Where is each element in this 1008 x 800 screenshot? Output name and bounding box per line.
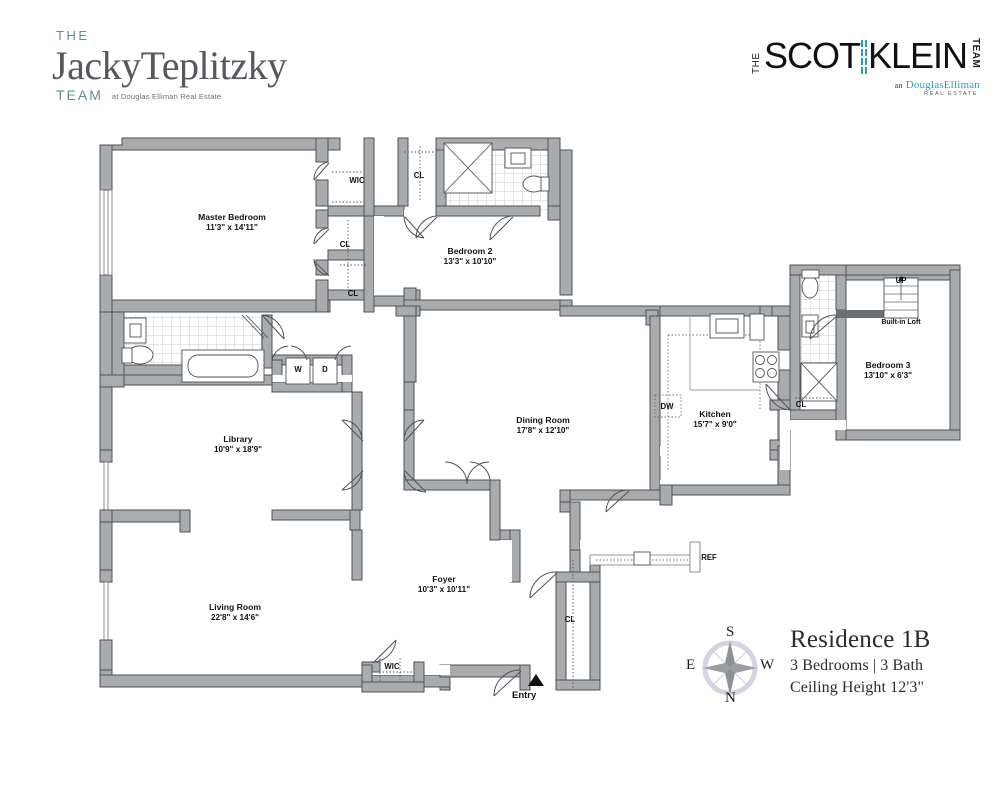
brand-left-the: THE <box>56 28 90 43</box>
residence-info: Residence 1B 3 Bedrooms | 3 Bath Ceiling… <box>790 625 990 699</box>
annotation-wic_master: WIC <box>349 176 365 185</box>
affiliate-prefix: an <box>894 81 903 90</box>
room-dimensions: 11'3" x 14'11" <box>206 223 258 232</box>
residence-title: Residence 1B <box>790 626 931 653</box>
room-name: Kitchen <box>699 409 731 419</box>
annotation-up_stairs: UP <box>896 276 907 285</box>
room-name: Master Bedroom <box>198 212 266 222</box>
room-name: Bedroom 3 <box>866 360 911 370</box>
brand-right-team: TEAM <box>970 38 981 69</box>
scott-klein-logo: THE SCOT KLEIN TEAM an DouglasElliman RE… <box>751 34 981 106</box>
room-label-bedroom_2: Bedroom 213'3" x 10'10" <box>444 246 497 266</box>
annotation-cl_mid: CL <box>340 240 351 249</box>
jacky-teplitzky-logo: THE JackyTeplitzky TEAM at Douglas Ellim… <box>52 28 287 103</box>
brand-left-name: JackyTeplitzky <box>52 43 287 88</box>
annotation-cl_low: CL <box>348 289 359 298</box>
room-name: Dining Room <box>516 415 570 425</box>
room-dimensions: 15'7" x 9'0" <box>693 420 737 429</box>
annotation-built_in_loft: Built-in Loft <box>881 319 921 326</box>
room-dimensions: 10'3" x 10'11" <box>418 585 470 594</box>
annotation-label-layer: WIC WIC CL CL CL CL CL W D DW REF UP Built-in Loft <box>294 171 921 671</box>
annotation-cl_top: CL <box>414 171 425 180</box>
room-name: Foyer <box>432 574 456 584</box>
affiliate-sub: REAL ESTATE <box>924 91 978 97</box>
room-dimensions: 10'9" x 18'9" <box>214 445 262 454</box>
brand-right-klein: KLEIN <box>867 35 968 76</box>
fixture-layer <box>121 142 919 697</box>
brand-right-scott: SCOT <box>764 35 861 76</box>
affiliate-line: an DouglasElliman <box>752 79 980 91</box>
brand-left-subtitle: at Douglas Elliman Real Estate <box>111 92 222 101</box>
annotation-washer: W <box>294 365 302 374</box>
annotation-wic_living: WIC <box>384 662 400 671</box>
brand-left-team: TEAM <box>56 87 103 103</box>
affiliate-name: DouglasElliman <box>905 79 980 91</box>
annotation-cl_foyer: CL <box>565 615 576 624</box>
brand-right-the: THE <box>751 52 762 75</box>
annotation-dishwasher: DW <box>661 402 675 411</box>
compass-icon <box>702 640 758 696</box>
room-name: Bedroom 2 <box>448 246 493 256</box>
entry-label: Entry <box>512 690 537 701</box>
room-name: Library <box>223 434 252 444</box>
compass-label-east: E <box>686 657 696 673</box>
building-icon <box>861 40 867 74</box>
compass-label-south: S <box>726 624 735 640</box>
room-name: Living Room <box>209 602 261 612</box>
room-dimensions: 17'8" x 12'10" <box>517 426 570 435</box>
annotation-refrigerator: REF <box>701 553 717 562</box>
compass-rose: S N E W <box>686 624 774 708</box>
entry-arrow-icon <box>528 674 544 686</box>
room-dimensions: 22'8" x 14'6" <box>211 613 259 622</box>
room-dimensions: 13'10" x 6'3" <box>864 371 912 380</box>
compass-label-west: W <box>760 657 775 673</box>
room-label-bedroom_3: Bedroom 313'10" x 6'3" <box>864 360 912 380</box>
annotation-cl_kitchen: CL <box>796 400 807 409</box>
room-dimensions: 13'3" x 10'10" <box>444 257 497 266</box>
compass-label-north: N <box>725 690 736 706</box>
residence-bedbath: 3 Bedrooms | 3 Bath <box>790 657 924 674</box>
annotation-dryer: D <box>322 365 328 374</box>
residence-ceiling: Ceiling Height 12'3" <box>790 679 925 696</box>
